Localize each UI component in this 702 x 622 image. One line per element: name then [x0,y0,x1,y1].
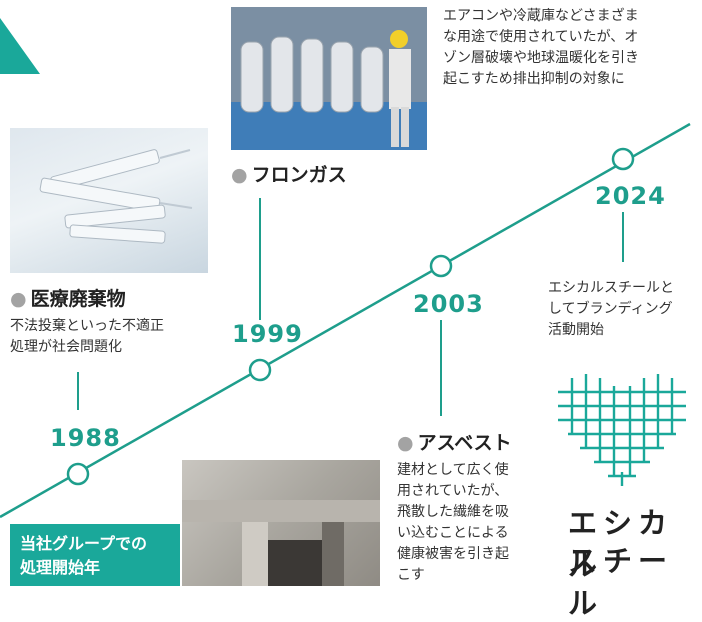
event-title-medical-waste: ●医療廃棄物 [10,288,126,310]
bullet-icon: ● [397,432,414,454]
bullet-icon: ● [10,288,27,310]
node-2003 [429,254,453,278]
node-1999 [248,358,272,382]
event-desc-ethical-steel: エシカルスチールと してブランディング 活動開始 [548,280,674,338]
timeline-line [0,122,691,519]
brand-line-2: スチール [568,544,674,620]
ethical-steel-heart-logo [558,374,686,486]
year-1999: 1999 [232,320,303,348]
timeline [0,122,691,519]
event-desc-cfc-gas: エアコンや冷蔵庫などさまざま な用途で使用されていたが、オ ゾン層破壊や地球温暖… [443,8,639,87]
asbestos-photo [182,460,380,586]
cfc-gas-photo [231,7,427,150]
year-2024: 2024 [595,182,666,210]
year-1988: 1988 [50,424,121,452]
node-2024 [611,147,635,171]
year-2003: 2003 [413,290,484,318]
node-1988 [66,462,90,486]
medical-waste-photo [10,128,208,273]
event-title-asbestos: ●アスベスト [397,432,512,454]
event-desc-asbestos: 建材として広く使 用されていたが、 飛散した繊維を吸 い込むことによる 健康被害… [397,462,509,583]
corner-triangle [0,18,40,74]
event-title-cfc-gas: ●フロンガス [231,164,347,186]
brand-line-1: エシカル [568,506,674,582]
bullet-icon: ● [231,164,248,186]
processing-start-badge: 当社グループでの 処理開始年 [10,524,180,586]
event-desc-medical-waste: 不法投棄といった不適正 処理が社会問題化 [10,318,164,355]
